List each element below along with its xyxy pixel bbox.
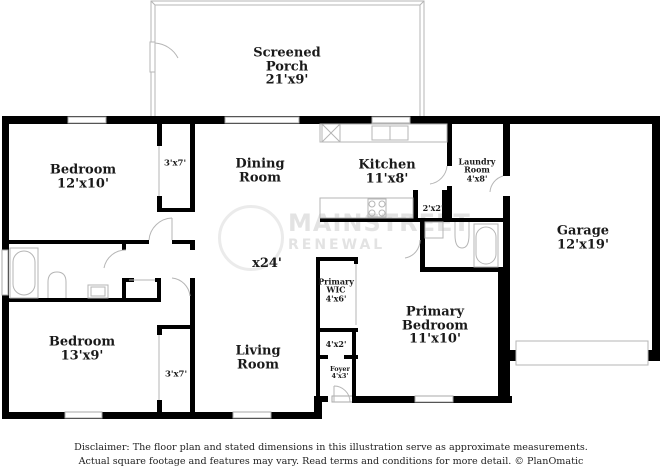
room-label-closet-foyer: 4'x2'	[325, 338, 347, 349]
room-dims: 4'x2'	[325, 338, 347, 349]
room-dims: 13'x9'	[60, 348, 104, 363]
room-label-living-dims: x24'	[252, 257, 282, 271]
room-dims: 4'x3'	[331, 372, 349, 380]
room-label-living-room: Living Room	[235, 344, 280, 371]
room-name: Laundry	[458, 156, 496, 167]
room-dims: 12'x10'	[57, 176, 109, 191]
closet-doors	[129, 146, 357, 400]
room-label-laundry-room: Laundry Room 4'x8'	[458, 156, 496, 184]
room-label-pantry: 2'x2'	[422, 202, 444, 213]
garage-door	[515, 340, 649, 366]
room-label-primary-bedroom: Primary Bedroom 11'x10'	[401, 304, 469, 347]
kitchen-fixtures	[319, 123, 448, 219]
room-label-dining-room: Dining Room	[235, 157, 284, 184]
room-label-garage: Garage 12'x19'	[557, 224, 609, 251]
room-label-primary-wic: Primary WIC 4'x6'	[318, 276, 354, 304]
room-dims: 2'x2'	[422, 202, 444, 213]
room-dims: 11'x10'	[409, 331, 461, 347]
room-dims: x24'	[252, 256, 282, 272]
room-label-bedroom-2: Bedroom 13'x9'	[49, 335, 115, 362]
room-name: Room	[239, 170, 281, 185]
room-name: WIC	[326, 284, 346, 295]
room-name: Garage	[556, 223, 610, 239]
watermark-logo-icon	[218, 205, 284, 271]
disclaimer-line-2: Actual square footage and features may v…	[78, 456, 584, 467]
room-dims: 3'x7'	[164, 369, 188, 380]
room-label-closet-2: 3'x7'	[164, 369, 188, 380]
porch-door-icon	[149, 41, 179, 73]
room-name: Primary	[405, 304, 465, 320]
room-name: Foyer	[330, 365, 350, 374]
room-dims: 4'x8'	[466, 173, 488, 184]
room-name: Dining	[235, 156, 285, 172]
room-dims: 21'x9'	[265, 72, 309, 88]
disclaimer-line-1: Disclaimer: The floor plan and stated di…	[74, 442, 588, 453]
bath-fixtures	[9, 221, 499, 299]
room-name: Room	[237, 357, 279, 372]
doors	[103, 165, 504, 403]
disclaimer: Disclaimer: The floor plan and stated di…	[0, 441, 662, 469]
room-label-screened-porch: Screened Porch 21'x9'	[253, 45, 321, 88]
room-name: Bedroom	[48, 334, 116, 350]
room-name: Bedroom	[401, 318, 469, 334]
room-dims: 4'x6'	[325, 293, 347, 304]
room-label-bedroom-1: Bedroom 12'x10'	[50, 163, 116, 190]
room-name: Living	[235, 343, 281, 359]
interior-walls	[9, 124, 510, 412]
windows	[1, 116, 454, 419]
room-label-kitchen: Kitchen 11'x8'	[358, 158, 415, 185]
room-name: Bedroom	[49, 162, 117, 178]
room-name: Screened	[253, 45, 321, 61]
room-name: Primary	[318, 276, 354, 287]
room-name: Kitchen	[358, 157, 416, 173]
room-label-closet-1: 3'x7'	[163, 158, 187, 169]
room-dims: 3'x7'	[163, 158, 187, 169]
watermark-line2: RENEWAL	[288, 237, 386, 253]
room-dims: 12'x19'	[557, 237, 609, 252]
room-label-foyer: Foyer 4'x3'	[330, 366, 350, 380]
room-name: Room	[464, 164, 490, 175]
room-dims: 11'x8'	[365, 171, 409, 186]
room-name: Porch	[265, 59, 309, 75]
